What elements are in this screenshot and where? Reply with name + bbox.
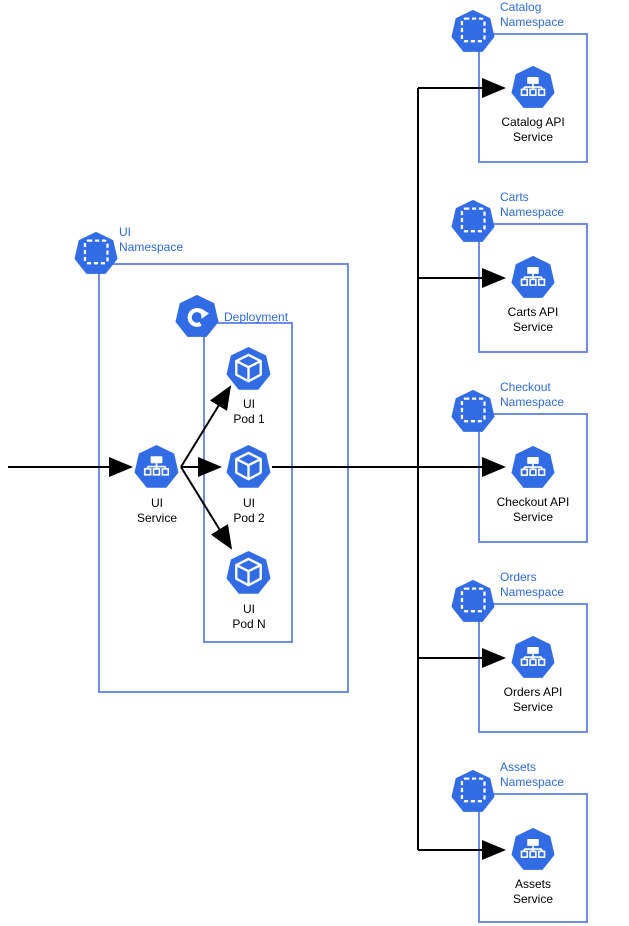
- catalog-namespace-label-line2: Namespace: [500, 15, 565, 29]
- checkout-service-label: Checkout API Service: [497, 495, 570, 525]
- pod-icon: [225, 550, 272, 597]
- assets-namespace-label-line1: Assets: [500, 760, 537, 774]
- checkout-namespace-label: Checkout Namespace: [500, 380, 564, 410]
- ui-service-label: UI Service: [137, 496, 177, 526]
- ui-pod-2-label-line2: Pod 2: [233, 511, 265, 525]
- ui-pod-2-label-line1: UI: [242, 496, 255, 510]
- namespace-icon: [450, 579, 496, 625]
- ui-namespace-label: UI Namespace: [119, 225, 183, 255]
- catalog-service-label-line1: Catalog API: [501, 115, 565, 129]
- assets-namespace-label: Assets Namespace: [500, 760, 564, 790]
- carts-service-label: Carts API Service: [508, 305, 559, 335]
- service-icon: [510, 65, 556, 111]
- service-icon: [510, 445, 556, 491]
- carts-namespace-label: Carts Namespace: [500, 190, 564, 220]
- ui-service-label-line2: Service: [136, 511, 178, 525]
- ui-namespace-box: [98, 263, 349, 693]
- checkout-namespace-label-line2: Namespace: [500, 395, 565, 409]
- carts-service-label-line2: Service: [512, 320, 553, 334]
- ui-pod-1-label: UI Pod 1: [233, 397, 264, 427]
- namespace-icon: [450, 389, 496, 435]
- assets-namespace-box: [478, 793, 588, 923]
- carts-service-label-line1: Carts API: [507, 305, 559, 319]
- orders-namespace-label: Orders Namespace: [500, 570, 564, 600]
- namespace-icon: [450, 199, 496, 245]
- namespace-icon: [73, 231, 119, 277]
- orders-namespace-label-line2: Namespace: [500, 585, 565, 599]
- assets-service-label-line1: Assets: [514, 877, 552, 891]
- service-icon: [133, 444, 180, 491]
- orders-service-label-line2: Service: [512, 700, 553, 714]
- catalog-namespace-label-line1: Catalog: [500, 0, 542, 14]
- assets-service-label-line2: Service: [512, 892, 554, 906]
- orders-service-label: Orders API Service: [504, 685, 563, 715]
- ui-pod-n-label-line2: Pod N: [232, 617, 266, 631]
- carts-namespace-label-line2: Namespace: [500, 205, 565, 219]
- service-icon: [510, 827, 556, 873]
- catalog-namespace-label: Catalog Namespace: [500, 0, 564, 30]
- ui-pod-n-label: UI Pod N: [232, 602, 265, 632]
- assets-namespace-label-line2: Namespace: [500, 775, 565, 789]
- ui-pod-n-label-line1: UI: [242, 602, 255, 616]
- orders-namespace-label-line1: Orders: [500, 570, 537, 584]
- deployment-label: Deployment: [224, 310, 289, 324]
- ui-namespace-label-line1: UI: [119, 225, 131, 239]
- orders-service-label-line1: Orders API: [503, 685, 563, 699]
- catalog-service-label: Catalog API Service: [501, 115, 564, 145]
- checkout-service-label-line2: Service: [512, 510, 553, 524]
- carts-namespace-label-line1: Carts: [500, 190, 529, 204]
- namespace-icon: [450, 769, 496, 815]
- checkout-namespace-box: [478, 413, 588, 543]
- deployment-icon: [174, 294, 220, 340]
- ui-namespace-label-line2: Namespace: [119, 240, 184, 254]
- ui-pod-1-label-line1: UI: [242, 397, 255, 411]
- orders-namespace-box: [478, 603, 588, 733]
- carts-namespace-box: [478, 223, 588, 353]
- pod-icon: [225, 346, 272, 393]
- namespace-icon: [450, 9, 496, 55]
- checkout-namespace-label-line1: Checkout: [500, 380, 551, 394]
- catalog-namespace-box: [478, 33, 588, 163]
- checkout-service-label-line1: Checkout API: [496, 495, 570, 509]
- pod-icon: [225, 444, 272, 491]
- service-icon: [510, 255, 556, 301]
- service-icon: [510, 635, 556, 681]
- ui-pod-1-label-line2: Pod 1: [233, 412, 265, 426]
- catalog-service-label-line2: Service: [512, 130, 553, 144]
- assets-service-label: Assets Service: [513, 877, 553, 907]
- ui-pod-2-label: UI Pod 2: [233, 496, 264, 526]
- ui-service-label-line1: UI: [150, 496, 163, 510]
